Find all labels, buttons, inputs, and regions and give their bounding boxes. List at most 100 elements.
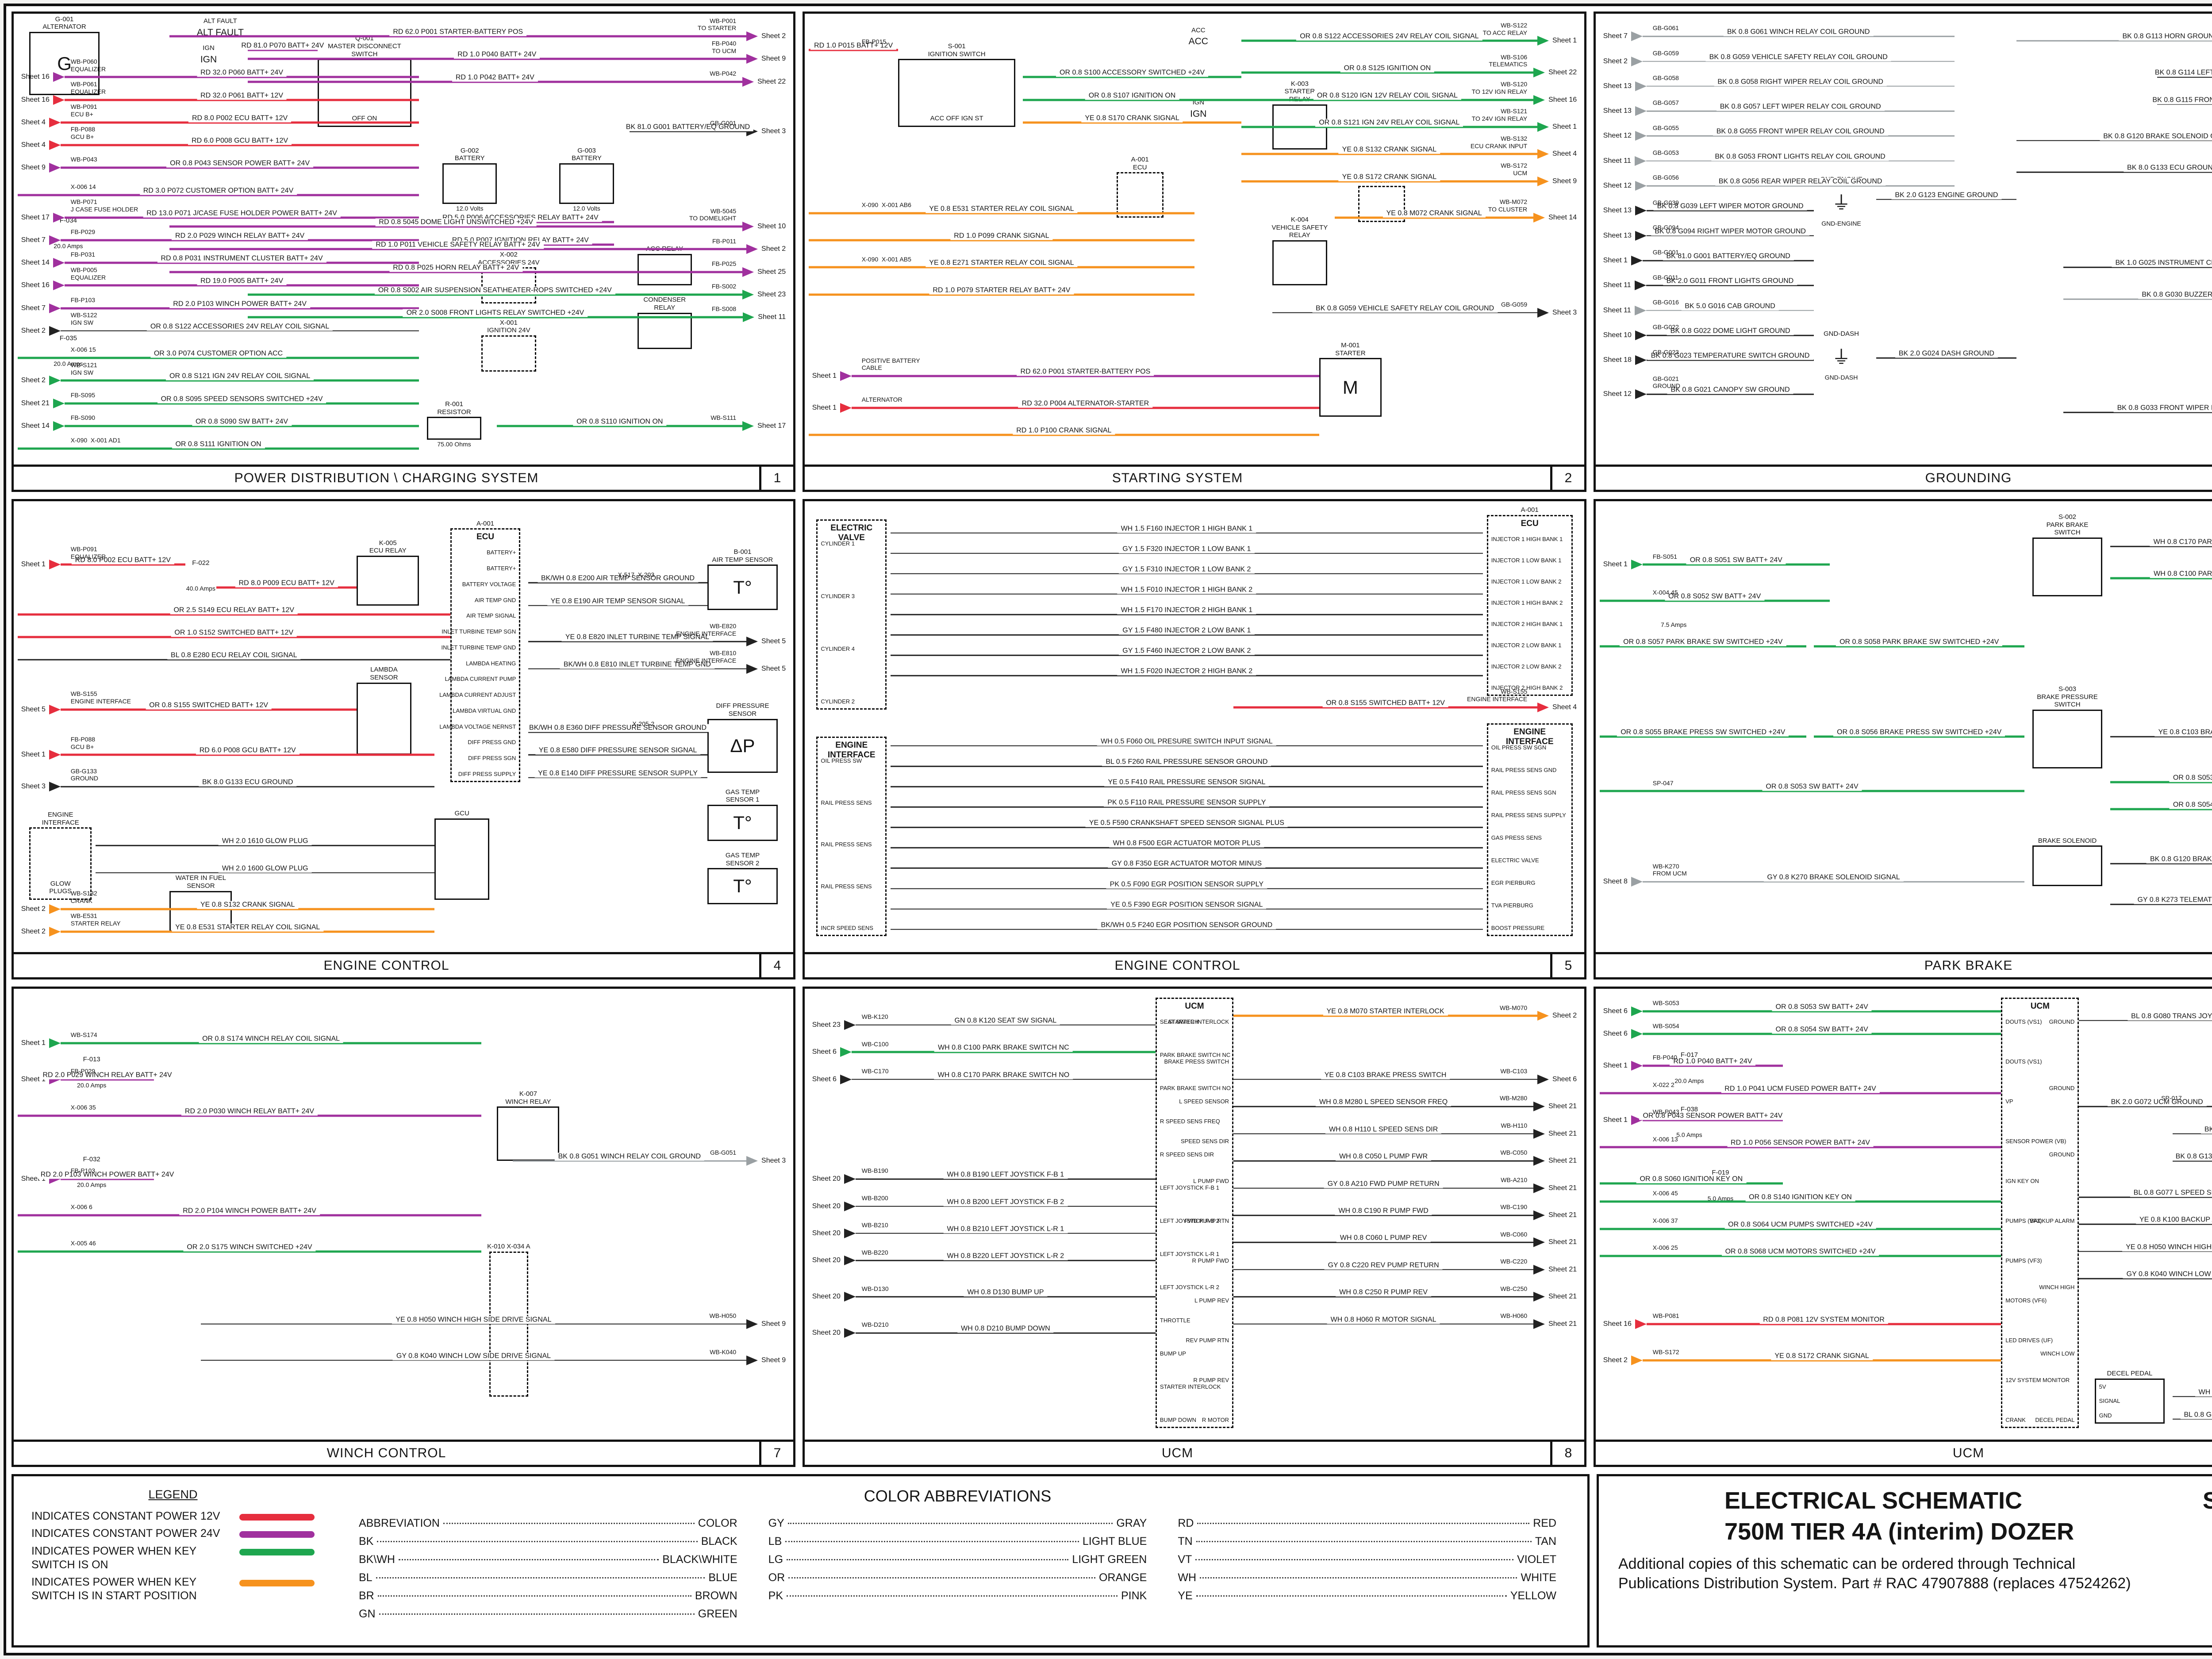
wire-label: OR 0.8 S174 WINCH RELAY COIL SIGNAL [199,1035,344,1043]
wire-label: RD 2.0 P030 WINCH RELAY BATT+ 24V [181,1107,318,1116]
wire-label: OR 0.8 S056 BRAKE PRESS SW SWITCHED +24V [1833,729,2005,737]
sheet-ref: Sheet 7 [21,236,46,244]
sheet-ref: Sheet 10 [1603,331,1632,339]
wire-label: BK 2.0 G024 DASH GROUND [1895,349,1998,358]
wire-label: RD 32.0 P004 ALTERNATOR-STARTER [1018,399,1153,408]
wire-line [890,765,1483,767]
starter-icon: M [1342,376,1358,398]
wire-line [1599,735,1806,738]
sheet-ref: Sheet 25 [757,268,786,276]
sheet-flag-arrow-icon [1635,81,1647,91]
pin-label: RAIL PRESS SENS [821,883,872,890]
panel-title: WINCH CONTROL [326,1446,446,1460]
wire-ref: WB-S132 ECU CRANK INPUT [1470,134,1528,150]
wire-label: GY 0.8 A210 FWD PUMP RETURN [1324,1180,1443,1188]
wire-line [890,786,1483,787]
panel-number: 2 [1550,467,1584,490]
panel-canvas: GND-ENGINE⏚GND-ENGINEGND-DASH⏚GND-DASHSh… [1596,14,2212,467]
sheet-flag-arrow-icon [1533,1210,1545,1220]
component-label: ENGINE INTERFACE [40,810,81,827]
pin-label: BRAKE PRESS SWITCH [1164,1058,1229,1065]
wire-label: BK 0.8 G057 LEFT WIPER RELAY COIL GROUND [1716,103,1885,111]
wire-label: BK 2.0 G011 FRONT LIGHTS GROUND [1663,277,1797,286]
wire-line [1233,706,1538,709]
component-sub-label: 20.0 Amps [77,1081,107,1089]
wire-label: BK 0.8 G056 REAR WIPER RELAY COIL GROUND [1715,177,1886,186]
wire-label: YE 0.8 H050 WINCH HIGH SIDE DRIVE SIGNAL [392,1316,555,1324]
wire-label: BL 0.8 G080 TRANS JOYSTICK GROUND 1 [2128,1012,2212,1021]
wire-line [2063,298,2212,300]
wire-line [2172,1396,2212,1397]
sheet-flag-arrow-icon [49,904,61,914]
wire-label: RD 8.0 P002 ECU BATT+ 12V [188,114,292,123]
wire-ref: WB-C250 [1500,1285,1528,1292]
wire-label: WH 0.8 D210 BUMP DOWN [957,1325,1054,1333]
wire-line [60,379,419,382]
sheet-ref: Sheet 4 [21,118,46,126]
component-label: F-038 [1678,1106,1700,1114]
sheet-flag-arrow-icon [1537,36,1549,46]
component-k-005: K-005 ECU RELAY [357,539,419,606]
panel-title: UCM [1952,1446,1985,1460]
wire-label: YE 0.8 K100 BACKUP ALARM SIGNAL [2135,1216,2212,1225]
sheet-flag-arrow-icon [53,95,65,105]
wire-ref: X-006 45 [1652,1190,1678,1197]
pin-label: OIL PRESS SW [821,757,862,764]
wire-line [808,293,1194,296]
sheet-flag-arrow-icon [1537,1011,1549,1021]
wire-line [890,827,1483,828]
wire-label: WH 1.5 F010 INJECTOR 1 HIGH BANK 2 [1117,586,1256,594]
wire-ref: POSITIVE BATTERY CABLE [861,357,920,372]
color-name: WHITE [1521,1571,1557,1584]
sheet-ref: Sheet 8 [1603,878,1628,886]
sheet-ref: Sheet 6 [812,1048,837,1056]
pin-label: GND [2099,1412,2112,1419]
color-name: ORANGE [1098,1571,1147,1584]
wire-label: YE 0.8 S172 CRANK SIGNAL [1771,1352,1873,1360]
pin-label: CYLINDER 1 [821,540,855,547]
wire-line [17,447,419,450]
wire-label: YE 0.5 F390 EGR POSITION SENSOR SIGNAL [1107,901,1267,909]
sheet-ref: Sheet 11 [1603,281,1631,289]
wire-label: OR 0.8 S095 SPEED SENSORS SWITCHED +24V [157,395,326,403]
wire-label: OR 2.0 S008 FRONT LIGHTS RELAY SWITCHED … [403,309,588,317]
wire-label: OR 0.8 S121 IGN 24V RELAY COIL SIGNAL [166,373,314,381]
wire-line [2079,1278,2212,1279]
wire-label: OR 0.8 S053 SW BATT+ 24V [2169,774,2212,782]
wire-ref: X-090 X-001 AB6 [861,201,911,208]
sheet-flag-arrow-icon [49,560,61,570]
wire-line [64,76,419,78]
wire-ref: FB-P040 TO UCM [711,39,737,54]
sheet-ref: Sheet 21 [1548,1265,1577,1273]
dotted-leader [398,1559,659,1560]
wire-label: BK 81.0 G001 BATTERY/EQ GROUND [1663,252,1794,261]
sheet-flag-arrow-icon [746,1355,758,1365]
pin-label: LAMBDA VIRTUAL GND [453,707,516,714]
wire-label: BL 0.8 G077 L SPEED SENSOR GROUND [2130,1189,2212,1197]
wire-line [1876,357,2017,359]
wire-line [1599,1200,2001,1203]
sheet-flag-arrow-icon [1631,1029,1643,1039]
sheet-flag-arrow-icon [844,1020,856,1030]
wire-line [1335,216,1534,219]
wire-ref: GB-G061 [1652,24,1679,32]
pin-label: R SPEED SENS FREQ [1160,1118,1220,1125]
color-abbr: GY [768,1517,784,1529]
pin-label: PUMPS (VF3) [2005,1217,2042,1225]
wire-ref: WB-C220 [1500,1258,1528,1265]
sheet-ref: Sheet 11 [758,313,786,321]
dotted-leader [377,1541,698,1542]
wire-label: YE 0.8 C103 BRAKE PRESS SWITCH [2154,729,2212,737]
wire-ref: X-205-2 [632,720,655,728]
wire-line [2110,736,2212,737]
wire-label: WH 1.5 F020 INJECTOR 2 HIGH BANK 2 [1117,667,1256,676]
wire-label: BK 0.8 G051 WINCH RELAY COIL GROUND [554,1152,705,1161]
